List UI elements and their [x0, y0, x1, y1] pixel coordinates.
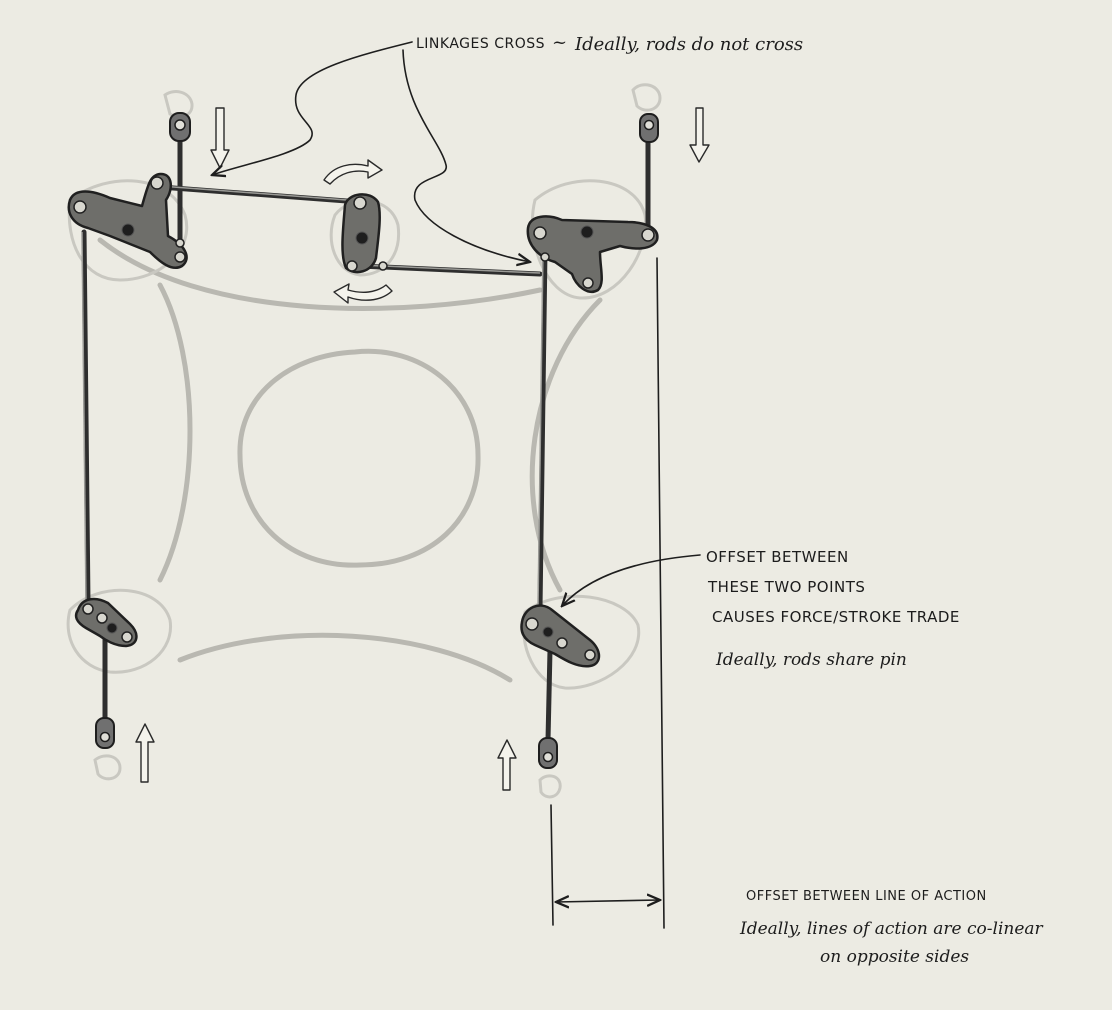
linkages-cross-label: LINKAGES CROSS: [416, 36, 545, 52]
pin-joint-bottom-right: [542, 626, 554, 638]
leader-offset-points: [562, 554, 701, 606]
share-pin-note: Ideally, rods share pin: [715, 650, 907, 670]
ghost-bottom-right-eye: [538, 774, 562, 799]
right-vertical-rod: [537, 247, 548, 611]
force-arrows: [135, 107, 710, 791]
offset-points-line-2: THESE TWO POINTS: [707, 578, 865, 596]
bottom-right-output-rod: [545, 647, 553, 743]
hollow-up-arrow-icon: [497, 739, 517, 791]
upper-crossing-rod: [157, 184, 363, 205]
rods: [81, 122, 651, 743]
line-of-action-right: [656, 257, 665, 929]
ghost-bottom-curve: [177, 632, 513, 683]
ghost-top-curve: [97, 237, 543, 311]
pin-joint-top-left: [121, 223, 135, 237]
top-right-bellcrank: [526, 215, 659, 293]
hollow-down-arrow-icon: [210, 107, 230, 169]
bottom-left-bellcrank: [74, 597, 138, 648]
leader-lines: [212, 41, 701, 606]
leader-linkages-to-left-rod: [212, 41, 413, 175]
clevis-end-bottom-left: [95, 717, 115, 749]
offset-points-line-3: CAUSES FORCE/STROKE TRADE: [712, 608, 960, 626]
pin-joint-top-right: [580, 225, 594, 239]
offset-dimension-arrow: [556, 900, 660, 902]
ghost-bottom-right-hub: [521, 594, 641, 690]
rotation-arrow-clockwise-icon: [323, 159, 383, 185]
ghost-right-curve: [529, 297, 603, 593]
annotations: LINKAGES CROSS ~ Ideally, rods do not cr…: [416, 32, 1044, 967]
offset-points-line-1: OFFSET BETWEEN: [706, 548, 849, 566]
linkages-ideal-note: Ideally, rods do not cross: [574, 34, 803, 55]
line-of-action-left: [550, 804, 554, 926]
leader-linkages-to-right-rod: [402, 49, 530, 262]
offset-line-of-action-label: OFFSET BETWEEN LINE OF ACTION: [746, 889, 987, 904]
ghost-left-curve: [157, 282, 193, 583]
clevis-end-top-left: [169, 112, 191, 142]
clevis-ends: [95, 112, 659, 769]
clevis-end-top-right: [639, 113, 659, 143]
colinear-note-line-1: Ideally, lines of action are co-linear: [739, 919, 1044, 939]
ghost-top-right-hub: [530, 179, 648, 300]
bottom-right-bellcrank: [520, 604, 601, 668]
ghost-bottom-left-eye: [93, 754, 122, 781]
pin-joint-bottom-left: [106, 622, 118, 634]
ghost-center-circle: [237, 348, 481, 568]
hollow-down-arrow-icon: [689, 107, 710, 163]
top-left-bellcrank: [67, 172, 188, 269]
ghost-top-right-eye: [631, 83, 662, 112]
ghost-bottom-left-hub: [66, 588, 173, 674]
linkages-tilde: ~: [552, 32, 567, 53]
rotation-arrow-counterclockwise-icon: [333, 283, 393, 304]
clevis-end-bottom-right: [538, 737, 558, 769]
hollow-up-arrow-icon: [135, 723, 155, 783]
lower-crossing-rod: [357, 263, 543, 277]
left-vertical-rod: [81, 229, 91, 606]
top-middle-idler-crank: [341, 193, 388, 274]
lines-of-action: [550, 257, 665, 929]
colinear-note-line-2: on opposite sides: [820, 947, 969, 967]
pin-joint-top-middle: [355, 231, 369, 245]
